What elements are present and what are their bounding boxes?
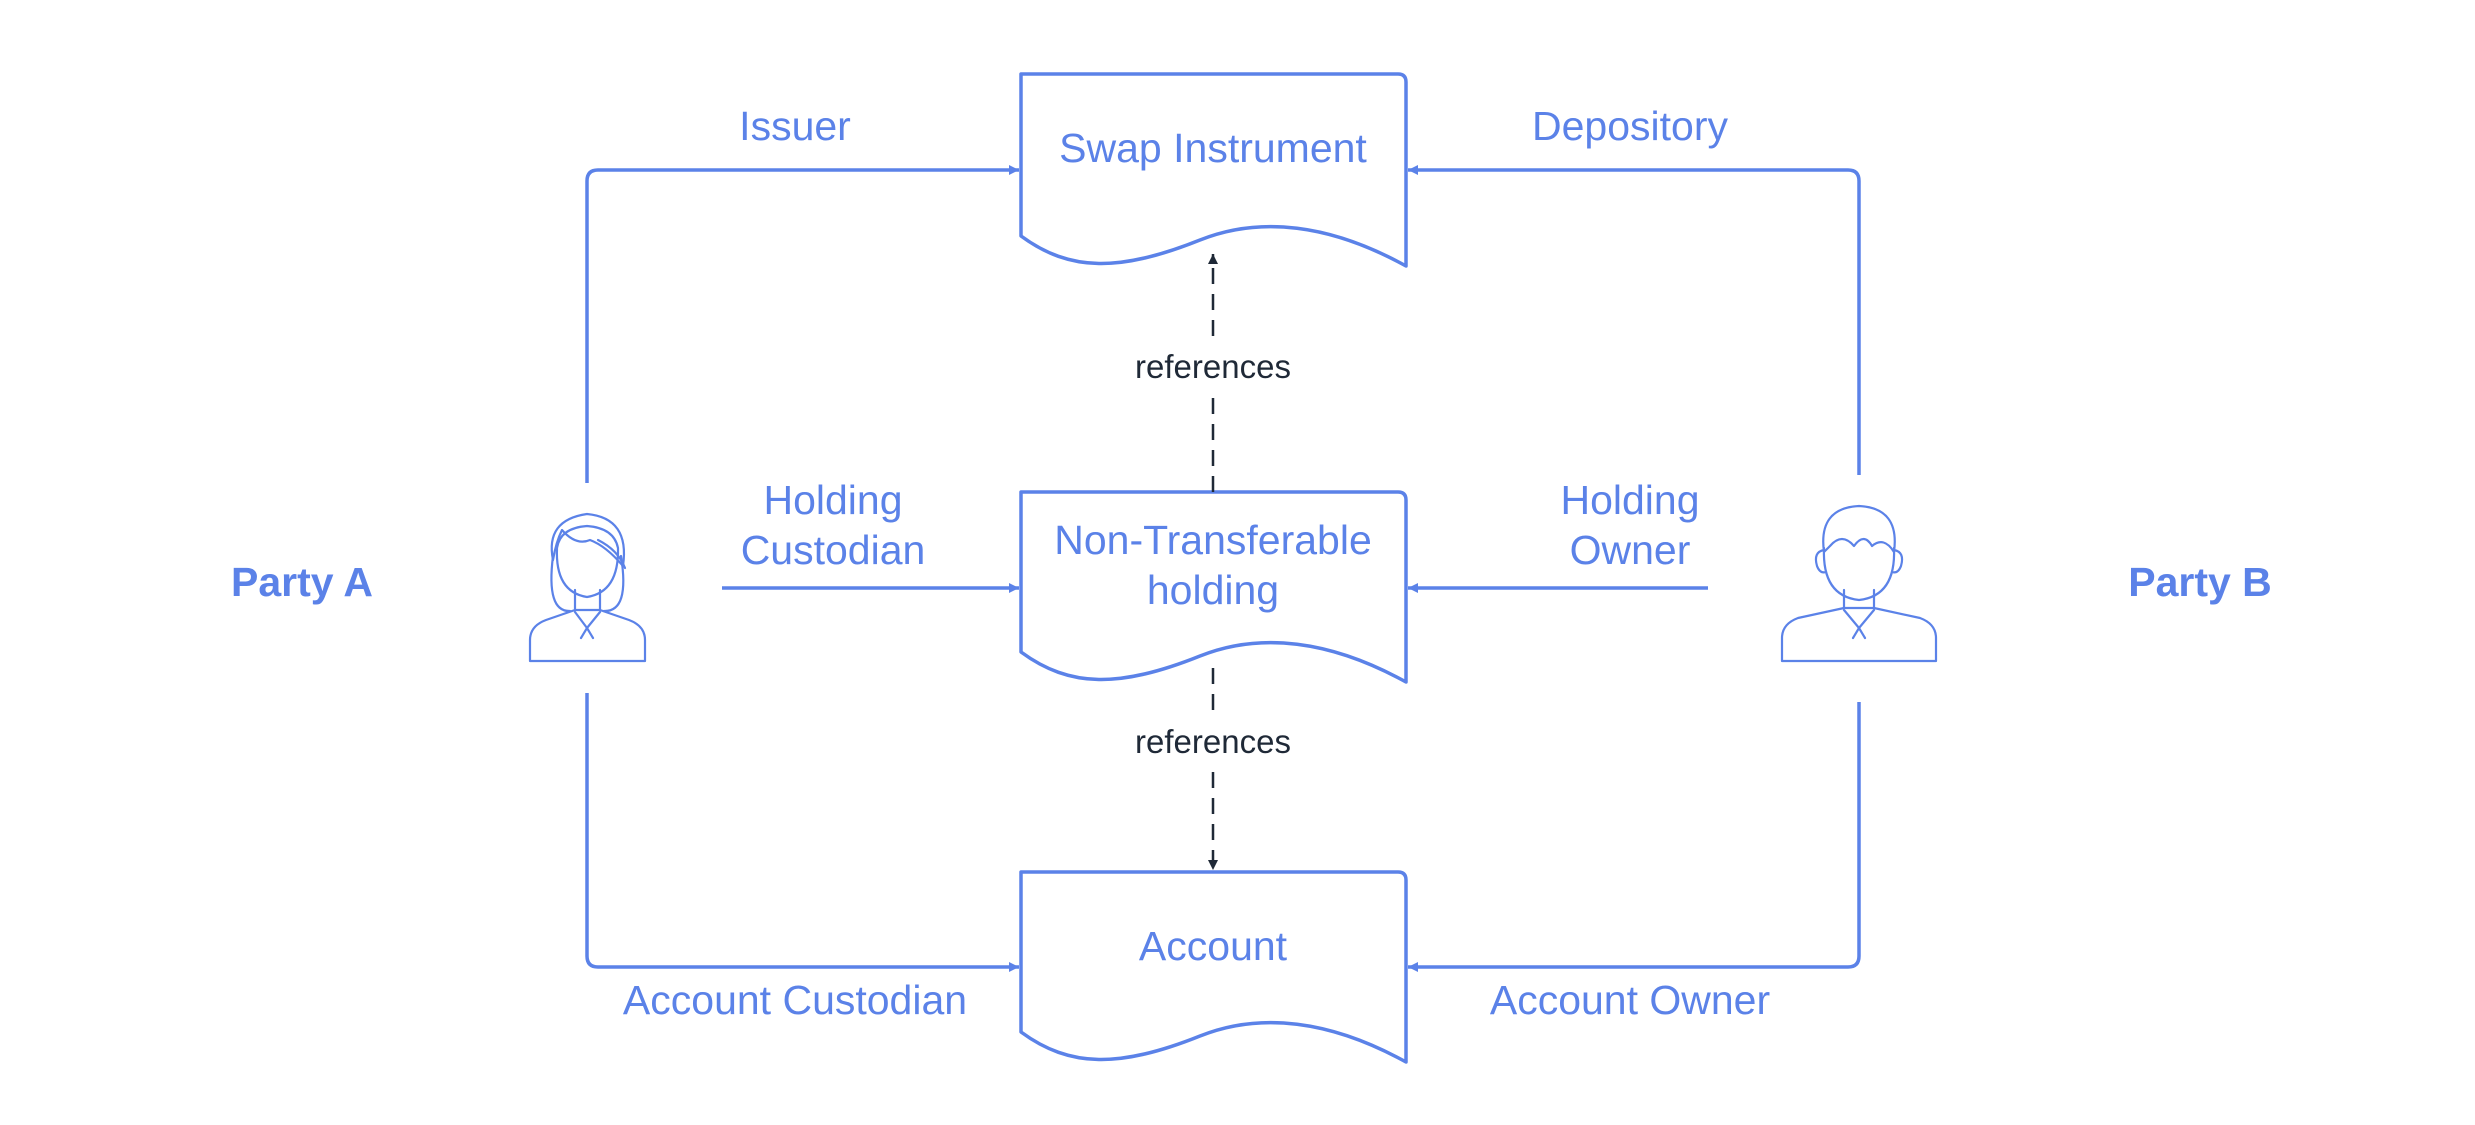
depository-label: Depository [1532, 103, 1728, 149]
depository-arrow [1408, 165, 1861, 475]
account-owner-label: Account Owner [1490, 977, 1770, 1023]
holding-owner-label-line1: Holding [1560, 477, 1699, 523]
holding-custodian-label-line2: Custodian [741, 527, 926, 573]
swap-instrument-label: Swap Instrument [1059, 125, 1367, 171]
references-up-label-bg [1128, 342, 1298, 388]
account-custodian-arrow [585, 693, 1019, 972]
holding-owner-label-line2: Owner [1570, 527, 1691, 573]
account-owner-arrow [1408, 702, 1861, 972]
references-up-label: references [1135, 348, 1291, 385]
holding-label-line1: Non-Transferable [1054, 517, 1372, 563]
references-down-label: references [1135, 723, 1291, 760]
non-transferable-holding-document[interactable] [1019, 490, 1408, 684]
issuer-label: Issuer [739, 103, 851, 149]
references-down-label-bg [1128, 717, 1298, 763]
account-custodian-label: Account Custodian [623, 977, 967, 1023]
holding-label-line2: holding [1147, 567, 1279, 613]
issuer-arrow [585, 165, 1019, 483]
male-user-icon[interactable] [1780, 504, 1938, 663]
holding-custodian-label-line1: Holding [763, 477, 902, 523]
party-a-label: Party A [231, 559, 373, 605]
account-label: Account [1139, 923, 1288, 969]
swap-instrument-document[interactable] [1019, 72, 1408, 268]
female-user-icon[interactable] [528, 512, 647, 663]
account-document[interactable] [1019, 870, 1408, 1064]
party-b-label: Party B [2128, 559, 2272, 605]
